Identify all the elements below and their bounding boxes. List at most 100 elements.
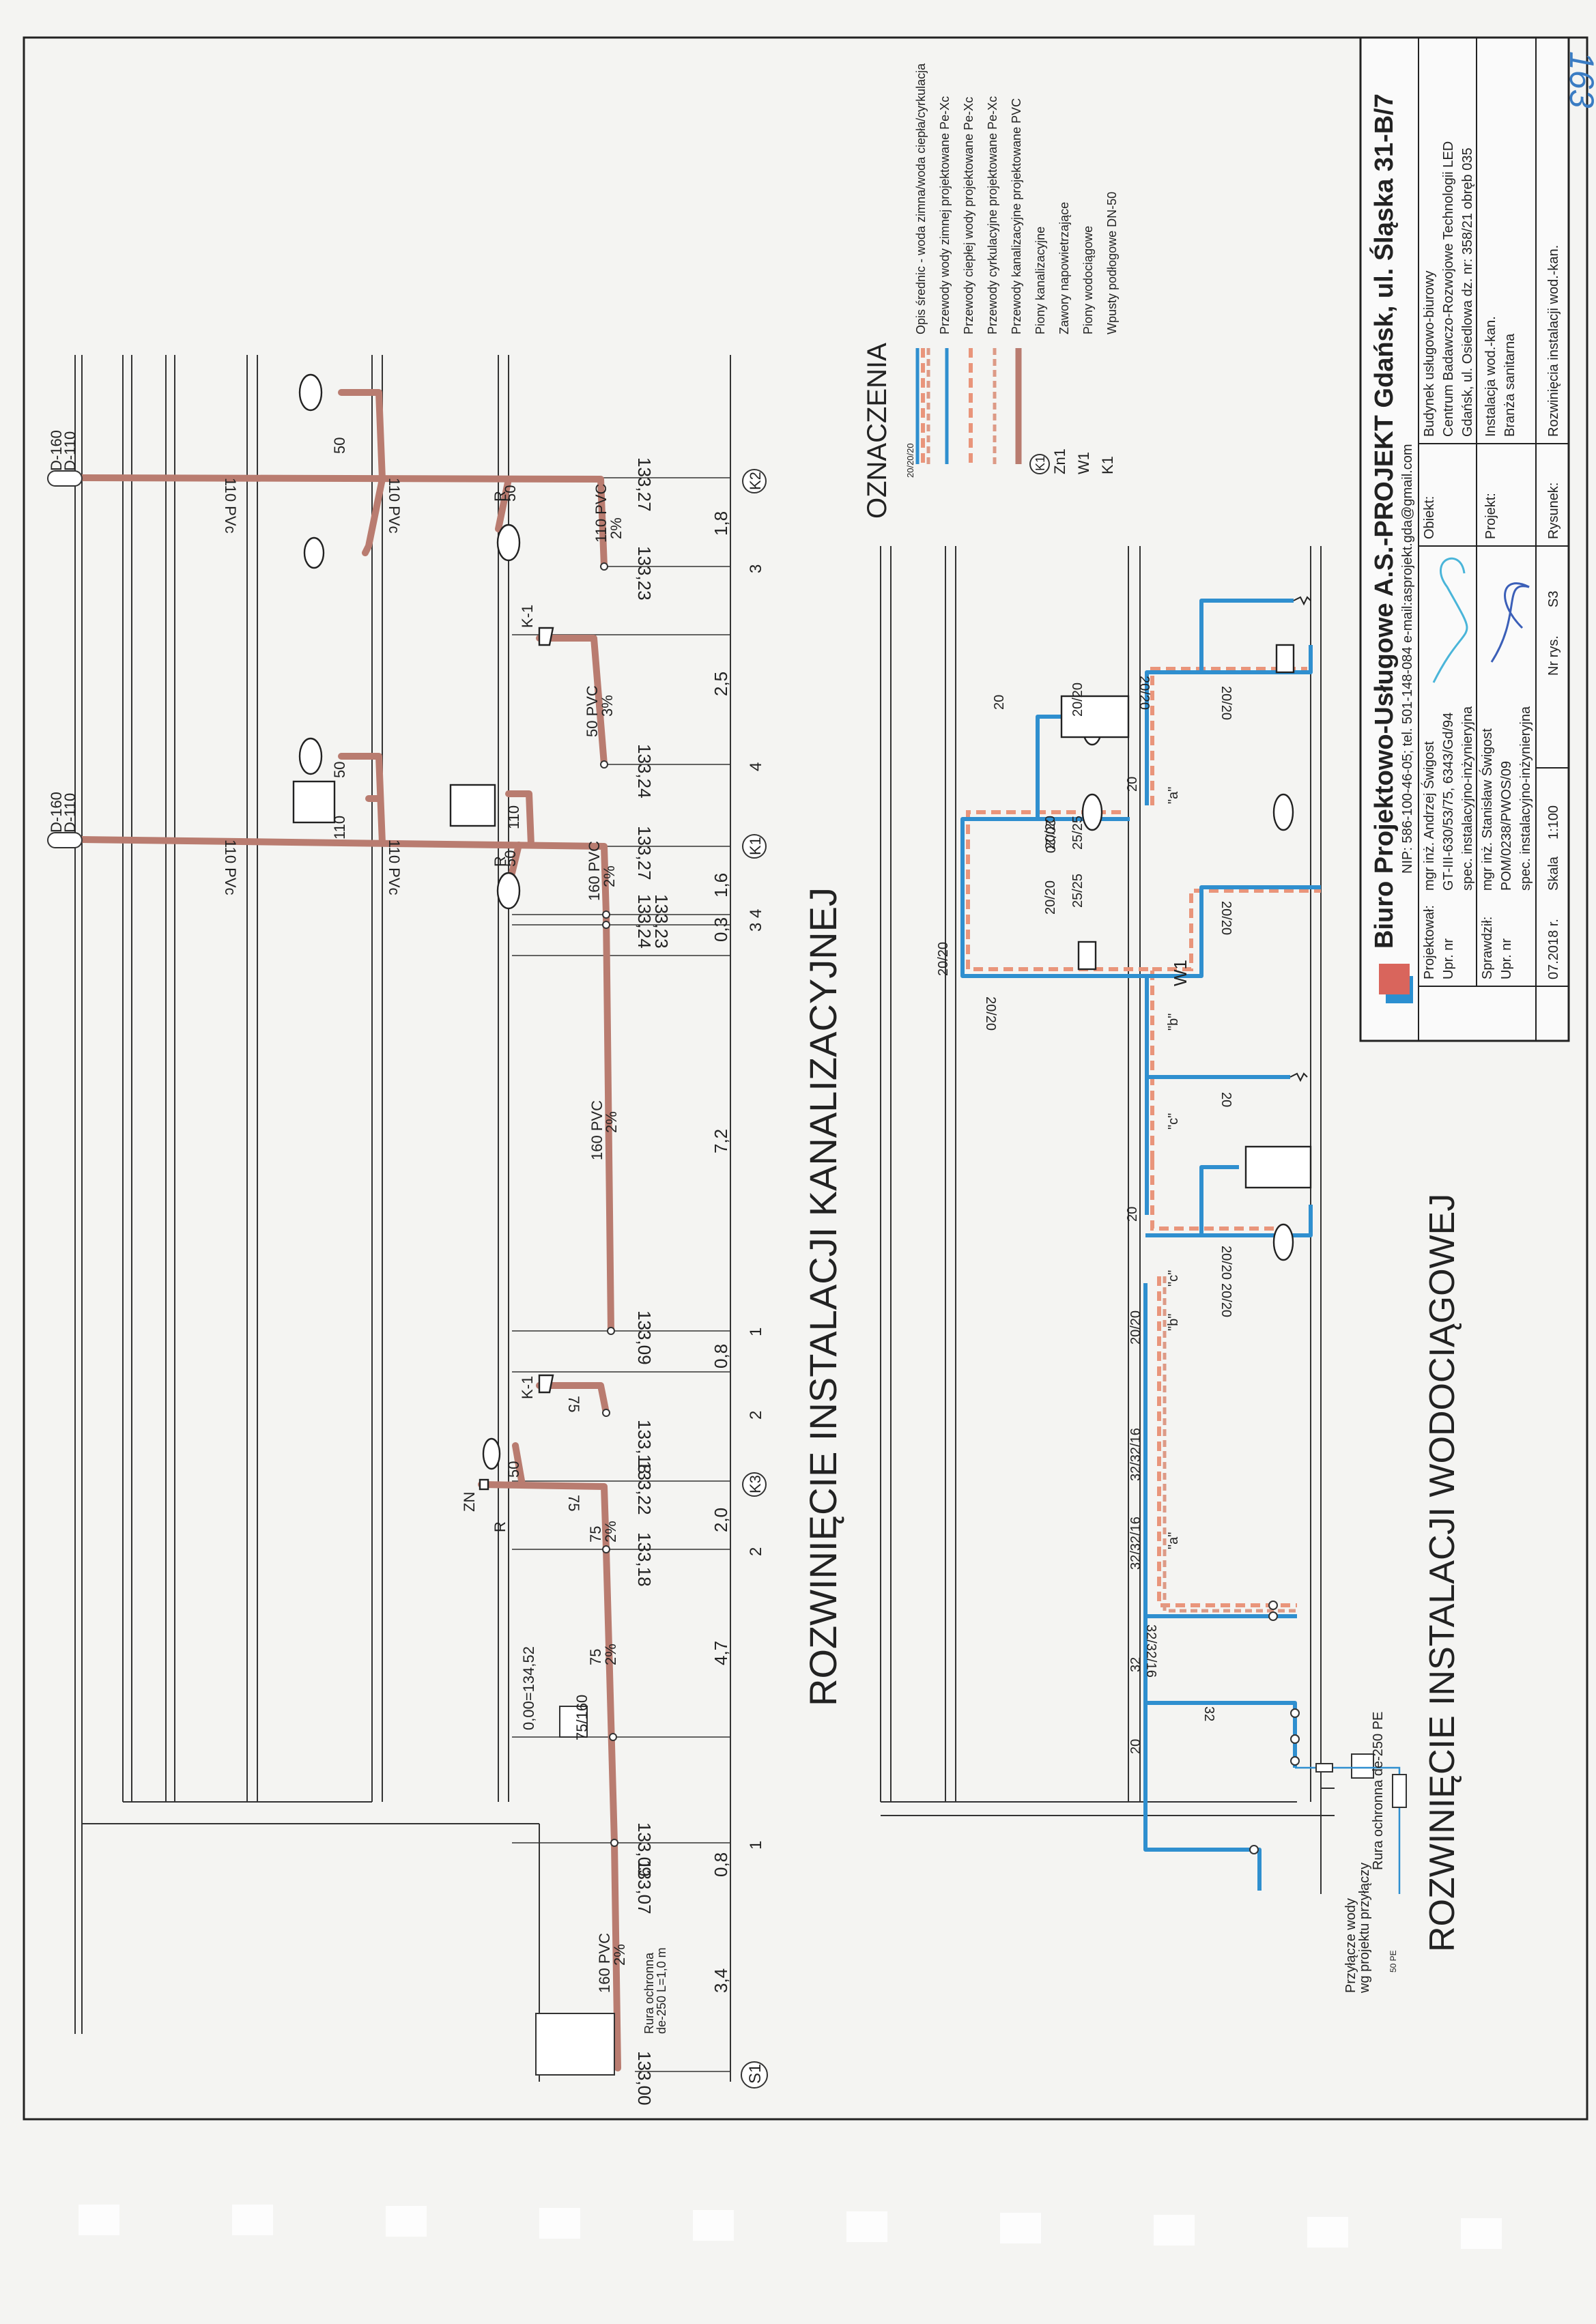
- sewer-section-title: ROZWINIĘCIE INSTALACJI KANALIZACYJNEJ: [801, 887, 844, 1706]
- branch-wc-2: [505, 790, 535, 848]
- diameter-label: 20: [1125, 1207, 1140, 1222]
- pipe-label-50: 50: [331, 437, 348, 454]
- diameter-label: 20: [1125, 777, 1140, 792]
- riser-bubbles: K2 K1 K3 S1: [741, 469, 768, 2089]
- pipe-label-110: 110: [331, 816, 348, 840]
- valve-icon: [1249, 1601, 1300, 1854]
- diameter-label: 32: [1128, 1657, 1143, 1672]
- point-label-b: "b": [1166, 1314, 1181, 1331]
- object-line: Centrum Badawczo-Rozwojowe Technologii L…: [1441, 141, 1456, 437]
- checker-licence-label: Upr. nr: [1499, 938, 1514, 979]
- point-label-b: "b": [1166, 1014, 1181, 1031]
- drawing-number: S3: [1546, 591, 1561, 607]
- cold-water-pipe: [960, 817, 1149, 1215]
- diameter-label: 20/20: [1219, 686, 1234, 720]
- diameter-label: 20/20: [983, 996, 998, 1031]
- drawing-number-label: Nr rys.: [1546, 635, 1561, 676]
- riser-tag-k2-bottom: D-110: [61, 431, 79, 471]
- legend-item: Przewody cyrkulacyjne projektowane Pe-Xc: [986, 96, 999, 334]
- length-label: 0,8: [711, 1852, 731, 1877]
- pipe-label-160: 160 PVC: [596, 1933, 613, 1993]
- diameter-label: 20/20: [936, 942, 951, 976]
- water-labels: 20/20 20/20 20/20 20 20/20 20/20 25/25 2…: [936, 676, 1398, 1994]
- reducer-label: 75/160: [573, 1695, 590, 1740]
- length-label: 1,8: [711, 511, 731, 536]
- legend-item: Opis średnic - woda zimna/woda ciepła/cy…: [914, 63, 928, 334]
- designer-label: Projektował:: [1422, 905, 1437, 979]
- legend-symbol-k1: K1: [1034, 456, 1047, 471]
- fixture-wc-icon: [292, 780, 496, 827]
- cleanout-label: R: [491, 491, 509, 502]
- diameter-label: 20/20: [1219, 1283, 1234, 1317]
- hot-water-pipe: [1150, 1160, 1287, 1231]
- designer-name: mgr inż. Andrzej Świgost: [1421, 741, 1437, 891]
- pipe-label-75: 75: [587, 1649, 604, 1665]
- floor-drain-label: K-1: [519, 1376, 536, 1399]
- slope-label: 2%: [608, 517, 625, 539]
- sewer-pipe-k1-main: [79, 836, 614, 1334]
- legend-symbol-zn1: Zn1: [1051, 448, 1068, 474]
- hot-water-pipe: [1152, 889, 1321, 971]
- riser-label-w1: W1: [1170, 960, 1191, 986]
- protective-pipe-line1: Rura ochronna: [642, 1952, 656, 2034]
- point-label-c: "c": [1166, 1113, 1181, 1130]
- elevation-label: 133,18: [634, 1532, 655, 1587]
- profile-lengths: 1,8 2,5 1,6 0,3 7,2 0,8 2,0 4,7 0,8 3,4: [711, 511, 731, 1993]
- water-connection-pipe-label: 50 PE: [1388, 1950, 1398, 1972]
- diameter-label: 20/20: [1219, 1246, 1234, 1280]
- designer-licence-label: Upr. nr: [1441, 938, 1456, 979]
- point-label-c: "c": [1166, 1270, 1181, 1287]
- pipe-label-50: 50: [502, 850, 519, 867]
- diameter-label: 20/20: [1070, 683, 1085, 717]
- pipe-label-110-pvc: 110 PVc: [386, 478, 403, 534]
- diameter-label: 20/20: [1137, 676, 1152, 710]
- binding-holes: [79, 2205, 1502, 2249]
- riser-cap-k1: [47, 832, 83, 848]
- node-number: 3 4: [747, 909, 765, 932]
- profile-nodes: [600, 562, 618, 1847]
- water-section: [880, 546, 1407, 1894]
- point-label-a: "a": [1166, 1532, 1181, 1549]
- length-label: 4,7: [711, 1641, 731, 1665]
- elevation-label: 133,24: [634, 744, 655, 799]
- cold-water-main: [1143, 1283, 1262, 1891]
- node-number: 1: [747, 1328, 765, 1336]
- checker-speciality: spec. instalacyjno-inżynieryjna: [1518, 706, 1533, 891]
- legend-item: Przewody wody zimnej projektowane Pe-Xc: [938, 96, 952, 334]
- object-line: Budynek usługowo-biurowy: [1422, 271, 1437, 437]
- diameter-label: 20/20: [1128, 1310, 1143, 1345]
- cold-water-pipe-tap: [1145, 1075, 1290, 1079]
- riser-tag-k1-top: D-160: [48, 792, 65, 833]
- length-label: 2,5: [711, 672, 731, 696]
- logo-red-square: [1379, 964, 1410, 994]
- designer-speciality: spec. instalacyjno-inżynieryjna: [1460, 706, 1475, 891]
- pipe-label-50: 50: [505, 1461, 522, 1478]
- pipe-label-160: 160 PVC: [588, 1100, 605, 1160]
- water-connection-label: wg projektu przyłączy: [1357, 1863, 1372, 1994]
- garden-tap-icon: [1289, 596, 1311, 1082]
- legend-title: OZNACZENIA: [862, 343, 892, 519]
- riser-bubble-k2: K2: [747, 472, 764, 490]
- legend: OZNACZENIA 20/20/20 K1 Zn1 W1 K1 Opis śr…: [862, 63, 1119, 519]
- node-number: 4: [747, 762, 765, 771]
- hot-water-pipe: [1150, 667, 1307, 805]
- elevation-label: 133,18: [634, 1420, 655, 1474]
- diameter-label: 32/32/16: [1128, 1428, 1143, 1481]
- legend-item: Zawory napowietrzające: [1057, 202, 1071, 334]
- reference-level: 0,00=134,52: [520, 1646, 537, 1730]
- diameter-label: 20/20: [1219, 901, 1234, 935]
- pipe-label-110: 110 PVC: [593, 483, 610, 543]
- fixture-washbasin-icon: [298, 373, 521, 1470]
- pipe-label-50: 50: [502, 485, 519, 502]
- diameter-label: 20/20: [1042, 819, 1057, 853]
- diameter-label: 25/25: [1070, 816, 1085, 850]
- pipe-label-75: 75: [565, 1396, 582, 1412]
- inspection-box: [559, 1706, 588, 1738]
- diameter-label: 20: [1219, 1092, 1234, 1107]
- elevation-label: 133,27: [634, 826, 655, 880]
- protective-sleeve: [1315, 1763, 1333, 1773]
- pipe-label-110-pvc: 110 PVc: [222, 478, 239, 534]
- air-valve-label: ZN: [461, 1492, 478, 1512]
- branch-sink-2: [512, 1442, 526, 1488]
